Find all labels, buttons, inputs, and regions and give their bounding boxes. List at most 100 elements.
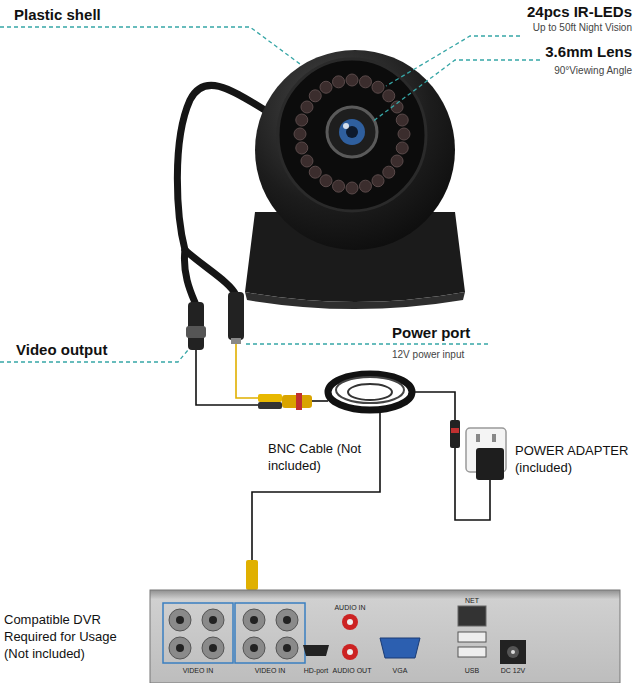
ir-led-ring xyxy=(396,114,408,126)
ir-led-ring xyxy=(301,101,313,113)
vga-port xyxy=(380,638,420,658)
callout-label: NET xyxy=(465,596,479,605)
callout-label: HD-port xyxy=(304,666,329,675)
camera-cable xyxy=(185,250,236,295)
ir-led-ring xyxy=(294,74,410,194)
power-plug xyxy=(450,420,460,448)
label-text: POWER ADAPTER (included) xyxy=(515,443,633,477)
bnc-port xyxy=(276,637,298,659)
hd-port xyxy=(303,645,329,656)
ir-led-ring xyxy=(359,76,371,88)
dome-shell xyxy=(278,59,426,211)
label-text: DC 12V xyxy=(501,666,526,675)
bnc-port xyxy=(169,609,298,659)
ir-led-ring xyxy=(372,81,384,93)
dc-port xyxy=(500,640,526,664)
wire xyxy=(236,344,258,398)
ir-led-ring xyxy=(296,114,308,126)
ir-led-ring xyxy=(383,166,395,178)
leader-line xyxy=(0,27,540,362)
wire xyxy=(196,350,258,405)
power-connector xyxy=(228,292,244,344)
bnc-port xyxy=(176,616,184,624)
label-text: Power port xyxy=(392,323,470,343)
cable-coil xyxy=(348,384,392,400)
dvr-recorder xyxy=(163,603,233,663)
label-text: Video output xyxy=(16,340,107,360)
bnc-port xyxy=(283,644,291,652)
ir-led-ring xyxy=(333,76,345,88)
label-text: VGA xyxy=(393,666,408,675)
bnc-port xyxy=(209,616,217,624)
net-usb-port xyxy=(458,647,486,657)
hd-port xyxy=(303,645,329,656)
camera-lens xyxy=(327,107,377,157)
bnc-port xyxy=(209,644,217,652)
dvr-recorder xyxy=(235,603,305,663)
label-text: Compatible DVR Required for Usage (Not i… xyxy=(4,612,129,663)
power-connector xyxy=(231,338,241,344)
ir-led-ring xyxy=(359,180,371,192)
label-text: AUDIO OUT xyxy=(333,666,372,675)
bnc-port xyxy=(276,609,298,631)
label-text: VIDEO IN xyxy=(183,666,214,675)
callout-label: 90°Viewing Angle xyxy=(554,64,632,77)
ir-led-ring xyxy=(398,128,410,140)
bnc-port xyxy=(176,644,184,652)
ir-led-ring xyxy=(396,142,408,154)
leader-line xyxy=(246,343,490,344)
audio-port xyxy=(347,619,353,625)
net-usb-port xyxy=(458,632,486,642)
camera-lens xyxy=(339,119,365,145)
cable-coil xyxy=(328,374,412,410)
wire xyxy=(412,392,455,420)
callout-label: 24pcs IR-LEDs xyxy=(527,2,632,22)
label-text: AUDIO IN xyxy=(334,603,365,612)
label-text: Up to 50ft Night Vision xyxy=(533,21,632,34)
ir-led-ring xyxy=(301,155,313,167)
label-text: BNC Cable (Not included) xyxy=(268,441,363,475)
callout-label: Up to 50ft Night Vision xyxy=(533,21,632,34)
bnc-port xyxy=(250,644,258,652)
ir-led-ring xyxy=(309,166,321,178)
power-adapter xyxy=(492,434,496,442)
label-text: HD-port xyxy=(304,666,329,675)
ir-led-ring xyxy=(294,128,306,140)
callout-label: Video output xyxy=(16,340,107,360)
callout-label: USB xyxy=(465,666,479,675)
bnc-port xyxy=(169,637,191,659)
cable-plugs xyxy=(258,393,312,410)
callout-label: 3.6mm Lens xyxy=(545,42,632,62)
bnc-port xyxy=(283,616,291,624)
bnc-port xyxy=(243,609,265,631)
dome-shell xyxy=(255,50,455,250)
bnc-port xyxy=(169,609,191,631)
audio-port xyxy=(342,614,358,630)
cable-plugs xyxy=(296,393,302,410)
cable-coil xyxy=(328,374,412,410)
label-text: Plastic shell xyxy=(14,5,101,25)
callout-label: Plastic shell xyxy=(14,5,101,25)
callout-label: AUDIO OUT xyxy=(333,666,372,675)
power-adapter xyxy=(466,428,506,480)
dvr-recorder xyxy=(150,590,620,683)
label-text: 24pcs IR-LEDs xyxy=(527,2,632,22)
callout-label: VIDEO IN xyxy=(255,666,286,675)
camera-base xyxy=(245,292,465,309)
ir-led-ring xyxy=(372,175,384,187)
callout-label: VIDEO IN xyxy=(183,666,214,675)
ir-led-ring xyxy=(391,155,403,167)
leader-line xyxy=(0,27,300,64)
ir-led-ring xyxy=(333,180,345,192)
ir-led-ring xyxy=(383,90,395,102)
audio-port xyxy=(342,644,358,660)
camera-lens xyxy=(343,123,349,129)
leader-line xyxy=(372,60,540,122)
callout-label: AUDIO IN xyxy=(334,603,365,612)
ir-led-ring xyxy=(320,81,332,93)
label-text: NET xyxy=(465,596,479,605)
net-usb-port xyxy=(458,606,486,657)
bnc-connector xyxy=(186,302,206,350)
dc-port xyxy=(507,646,519,658)
